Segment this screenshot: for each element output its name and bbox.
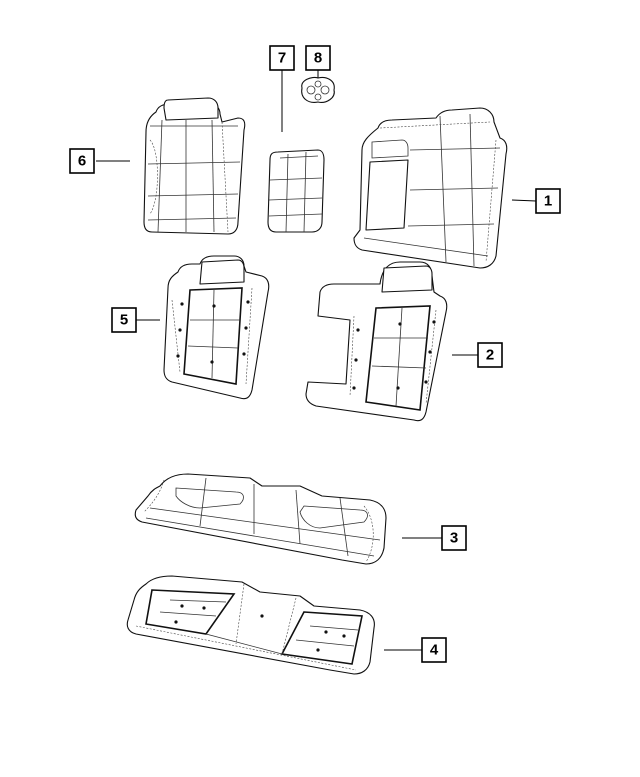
callout-5: 5 xyxy=(111,307,137,333)
part-8-clip xyxy=(301,76,335,103)
callout-3: 3 xyxy=(441,525,467,551)
callout-4-label: 4 xyxy=(430,642,439,659)
callout-8: 8 xyxy=(305,45,331,71)
part-2-right-seat-back-frame xyxy=(305,261,448,422)
callout-7-label: 7 xyxy=(278,50,286,67)
callout-7: 7 xyxy=(269,45,295,71)
callout-4: 4 xyxy=(421,637,447,663)
fastener-dots xyxy=(176,300,250,364)
part-5-left-seat-back-frame xyxy=(163,255,270,400)
part-4-seat-cushion-frame xyxy=(126,575,375,675)
callout-2: 2 xyxy=(477,342,503,368)
leader-lines xyxy=(96,70,537,651)
callout-6: 6 xyxy=(69,148,95,174)
callout-3-label: 3 xyxy=(450,530,458,547)
part-7-armrest xyxy=(267,149,325,233)
fastener-dots xyxy=(174,604,346,652)
part-3-seat-cushion-cover xyxy=(134,473,387,565)
callout-6-label: 6 xyxy=(78,153,86,170)
callout-2-label: 2 xyxy=(486,347,494,364)
fastener-dots xyxy=(352,320,436,390)
callout-5-label: 5 xyxy=(120,312,128,329)
callout-8-label: 8 xyxy=(314,50,322,67)
part-1-right-seat-back-cover xyxy=(353,107,508,269)
part-6-left-seat-back-cover xyxy=(143,97,246,235)
callout-1: 1 xyxy=(535,188,561,214)
callout-1-label: 1 xyxy=(544,193,552,210)
